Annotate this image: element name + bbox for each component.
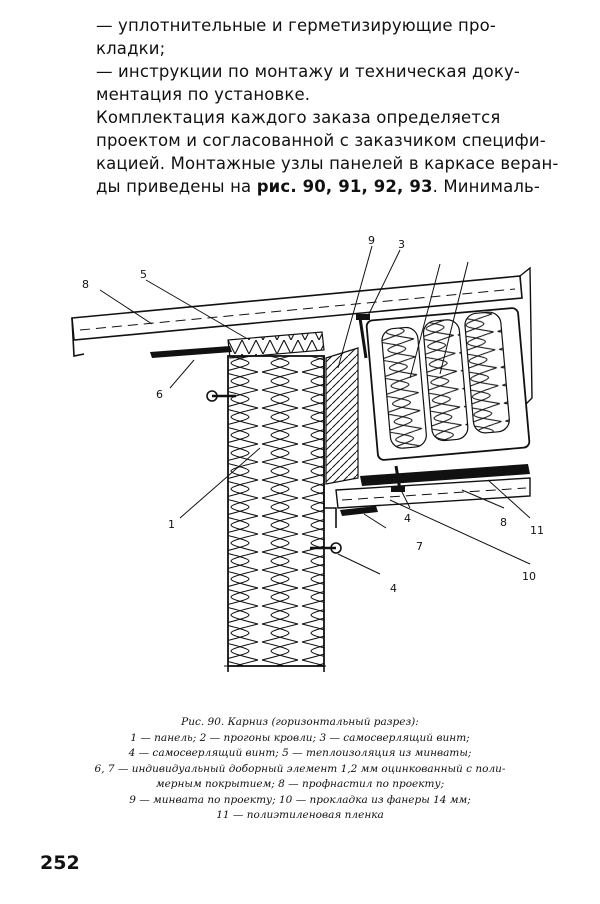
caption-line: 4 — самосверлящий винт; 5 — теплоизоляци… [128,747,472,759]
roof-profile-sheet [71,266,533,407]
page-number: 252 [40,852,80,874]
text-line: кладки; [96,39,166,58]
lower-profile-sheet [360,464,530,486]
caption-line: Рис. 90. Карниз (горизонтальный разрез): [181,716,419,728]
wall-panel [224,355,337,672]
leader-lines [99,245,531,575]
text-line: — инструкции по монтажу и техническая до… [96,62,520,81]
text-line: ды приведены на рис. 90, 91, 92, 93. Мин… [96,175,548,198]
callout-6: 6 [156,388,163,401]
screw-icon [356,314,370,359]
figure-reference: рис. 90, 91, 92, 93 [256,177,433,196]
callout-8: 8 [82,278,89,291]
body-text: — уплотнительные и герметизирующие про- … [96,14,559,198]
callout-4: 4 [390,582,397,595]
callout-8: 8 [500,516,507,529]
caption-line: 9 — минвата по проекту; 10 — прокладка и… [129,793,471,806]
roof-panel [365,307,531,461]
caption-line: 1 — панель; 2 — прогоны кровли; 3 — само… [130,731,470,744]
text-line: ментация по установке. [96,85,311,104]
screw-icon [206,390,236,402]
caption-line: 6, 7 — индивидуальный доборный элемент 1… [94,762,506,775]
text-run: . Минималь- [432,177,541,196]
screw-icon [310,542,342,554]
text-run: ды приведены на [96,177,257,196]
callout-7: 7 [416,540,423,553]
caption-line: мерным покрытием; 8 — профнастил по прое… [155,778,445,790]
technical-drawing: 8 5 6 9 3 1 4 7 4 8 11 10 [71,234,544,672]
text-line: — уплотнительные и герметизирующие про- [96,16,496,35]
caption-line: 11 — полиэтиленовая пленка [216,809,384,821]
figure-caption: Рис. 90. Карниз (горизонтальный разрез):… [40,715,560,824]
flashing-element [340,506,378,516]
plywood-pad [335,477,531,509]
callout-9: 9 [368,234,375,247]
callout-4: 4 [404,512,411,525]
callout-3: 3 [398,238,405,251]
eaves-section-drawing: 8 5 6 9 3 1 4 7 4 8 11 10 [60,228,550,708]
mineral-wool [325,347,359,485]
flashing-element [150,346,232,358]
text-line: кацией. Монтажные узлы панелей в каркасе… [96,154,559,173]
callout-11: 11 [530,524,544,537]
text-line: Комплектация каждого заказа определяется [96,108,501,127]
callout-10: 10 [522,570,536,583]
callout-1: 1 [168,518,175,531]
text-line: проектом и согласованной с заказчиком сп… [96,131,546,150]
callout-5: 5 [140,268,147,281]
